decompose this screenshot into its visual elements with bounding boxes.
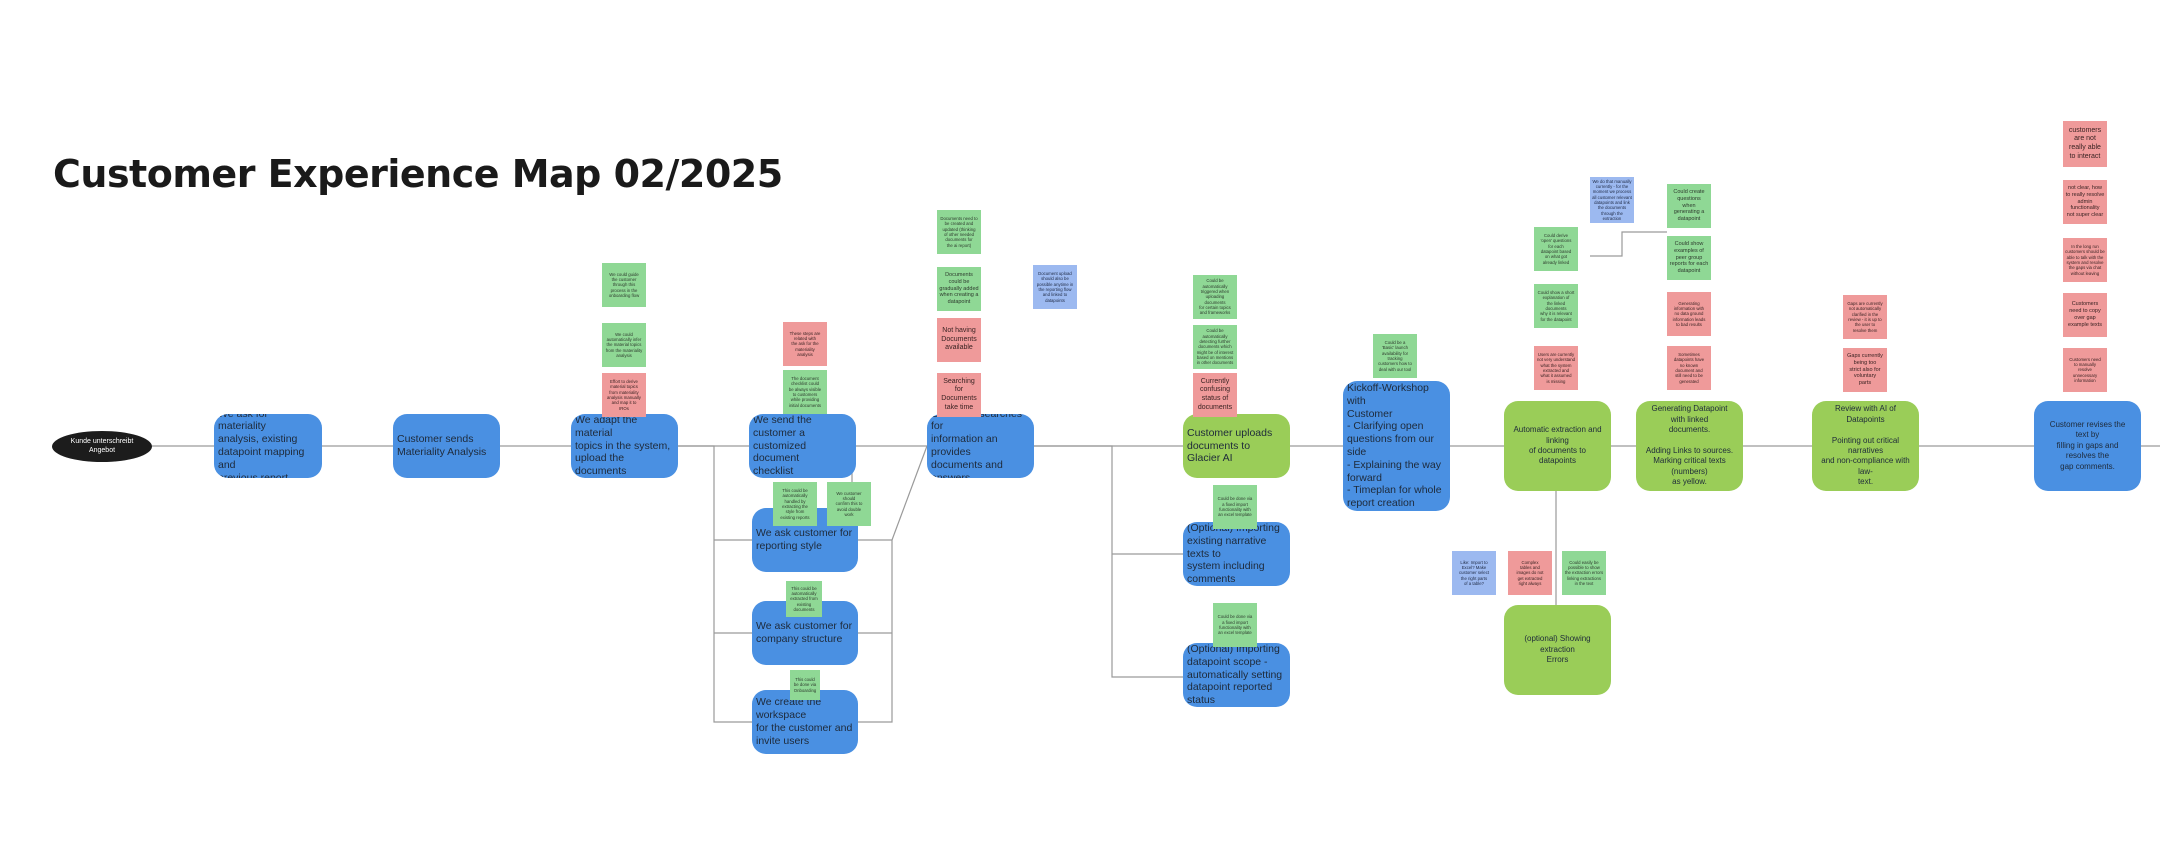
step-import-narratives[interactable]: (Optional) Importing existing narrative … <box>1183 522 1290 586</box>
note-derive-topics-effort[interactable]: Effort to derive material topics from ma… <box>602 373 646 417</box>
note-no-documents[interactable]: Not having Documents available <box>937 318 981 362</box>
page-title: Customer Experience Map 02/2025 <box>53 152 783 196</box>
note-gaps-too-strict[interactable]: Gaps currently being too strict also for… <box>1843 348 1887 392</box>
note-upload-anytime[interactable]: Document upload should also be possible … <box>1033 265 1077 309</box>
step-ask-materiality[interactable]: We ask for materiality analysis, existin… <box>214 414 322 478</box>
start-node[interactable]: Kunde unterschreibt Angebot <box>52 431 152 462</box>
note-no-data-ground[interactable]: Generating information with no data grou… <box>1667 292 1711 336</box>
note-documents-gradually[interactable]: Documents could be gradually added when … <box>937 267 981 311</box>
step-ai-review[interactable]: Review with AI of Datapoints Pointing ou… <box>1812 401 1919 491</box>
step-customer-searches[interactable]: Customer searches for information an pro… <box>927 414 1034 478</box>
note-guide-onboarding[interactable]: We could guide the customer through this… <box>602 263 646 307</box>
step-customer-revises[interactable]: Customer revises the text by filling in … <box>2034 401 2141 491</box>
note-searching-time[interactable]: Searching for Documents take time <box>937 373 981 417</box>
note-detect-documents[interactable]: Could be automatically detecting further… <box>1193 325 1237 369</box>
note-peer-examples[interactable]: Could show examples of peer group report… <box>1667 236 1711 280</box>
step-show-extraction-errors[interactable]: (optional) Showing extraction Errors <box>1504 605 1611 695</box>
note-customer-confirm[interactable]: We customer should confirm this to avoid… <box>827 482 871 526</box>
note-infer-topics[interactable]: We could automatically infer the materia… <box>602 323 646 367</box>
note-style-extraction[interactable]: This could be automatically handled by e… <box>773 482 817 526</box>
note-import-narratives[interactable]: Could be done via a fixed import functio… <box>1213 485 1257 529</box>
note-copy-gap-texts[interactable]: Customers need to copy over gap example … <box>2063 293 2107 337</box>
note-explain-links[interactable]: Could show a short explanation of the li… <box>1534 284 1578 328</box>
note-basic-launch[interactable]: Could be a 'Basic' launch availability f… <box>1373 334 1417 378</box>
step-adapt-topics[interactable]: We adapt the material topics in the syst… <box>571 414 678 478</box>
note-create-questions[interactable]: Could create questions when generating a… <box>1667 184 1711 228</box>
note-structure-extraction[interactable]: This could be automatically extracted fr… <box>786 581 822 617</box>
note-no-known-document[interactable]: Sometimes datapoints have no known docum… <box>1667 346 1711 390</box>
note-documents-created[interactable]: Documents need to be created and updated… <box>937 210 981 254</box>
step-import-datapoint-scope[interactable]: (Optional) Importing datapoint scope - a… <box>1183 643 1290 707</box>
note-unclear-extraction[interactable]: Users are currently not very understand … <box>1534 346 1578 390</box>
note-show-errors[interactable]: Could easily be possible to show the ext… <box>1562 551 1606 595</box>
note-derive-questions[interactable]: Could derive 'open' questions for each d… <box>1534 227 1578 271</box>
note-chat-resolve[interactable]: In the long run customers should be able… <box>2063 238 2107 282</box>
note-gaps-not-clarified[interactable]: Gaps are currently not automatically cla… <box>1843 295 1887 339</box>
step-kickoff-workshop[interactable]: Kickoff-Workshop with Customer - Clarify… <box>1343 381 1450 511</box>
note-related-steps[interactable]: These steps are related with the ask for… <box>783 322 827 366</box>
note-auto-trigger[interactable]: Could be automatically triggered when up… <box>1193 275 1237 319</box>
step-customer-sends-analysis[interactable]: Customer sends Materiality Analysis <box>393 414 500 478</box>
note-excel-import[interactable]: Like: Import to Excel? Make customer sel… <box>1452 551 1496 595</box>
note-checklist-visible[interactable]: The document checklist could be always v… <box>783 370 827 414</box>
note-manual-resolve[interactable]: Customers need to manually resolve unnec… <box>2063 348 2107 392</box>
note-import-scope[interactable]: Could be done via a fixed import functio… <box>1213 603 1257 647</box>
step-upload-documents[interactable]: Customer uploads documents to Glacier AI <box>1183 414 1290 478</box>
step-send-checklist[interactable]: We send the customer a customized docume… <box>749 414 856 478</box>
note-complex-tables[interactable]: Complex tables and images do not get ext… <box>1508 551 1552 595</box>
step-create-workspace[interactable]: We create the workspace for the customer… <box>752 690 858 754</box>
note-manual-processing[interactable]: We do that manually currently - for the … <box>1590 177 1634 223</box>
note-cannot-interact[interactable]: customers are not really able to interac… <box>2063 121 2107 167</box>
note-via-onboarding[interactable]: This could be done via Onboarding <box>790 670 820 700</box>
step-automatic-extraction[interactable]: Automatic extraction and linking of docu… <box>1504 401 1611 491</box>
note-resolve-unclear[interactable]: not clear, how to really resolve admin f… <box>2063 180 2107 224</box>
step-generate-datapoint[interactable]: Generating Datapoint with linked documen… <box>1636 401 1743 491</box>
note-confusing-status[interactable]: Currently confusing status of documents <box>1193 373 1237 417</box>
